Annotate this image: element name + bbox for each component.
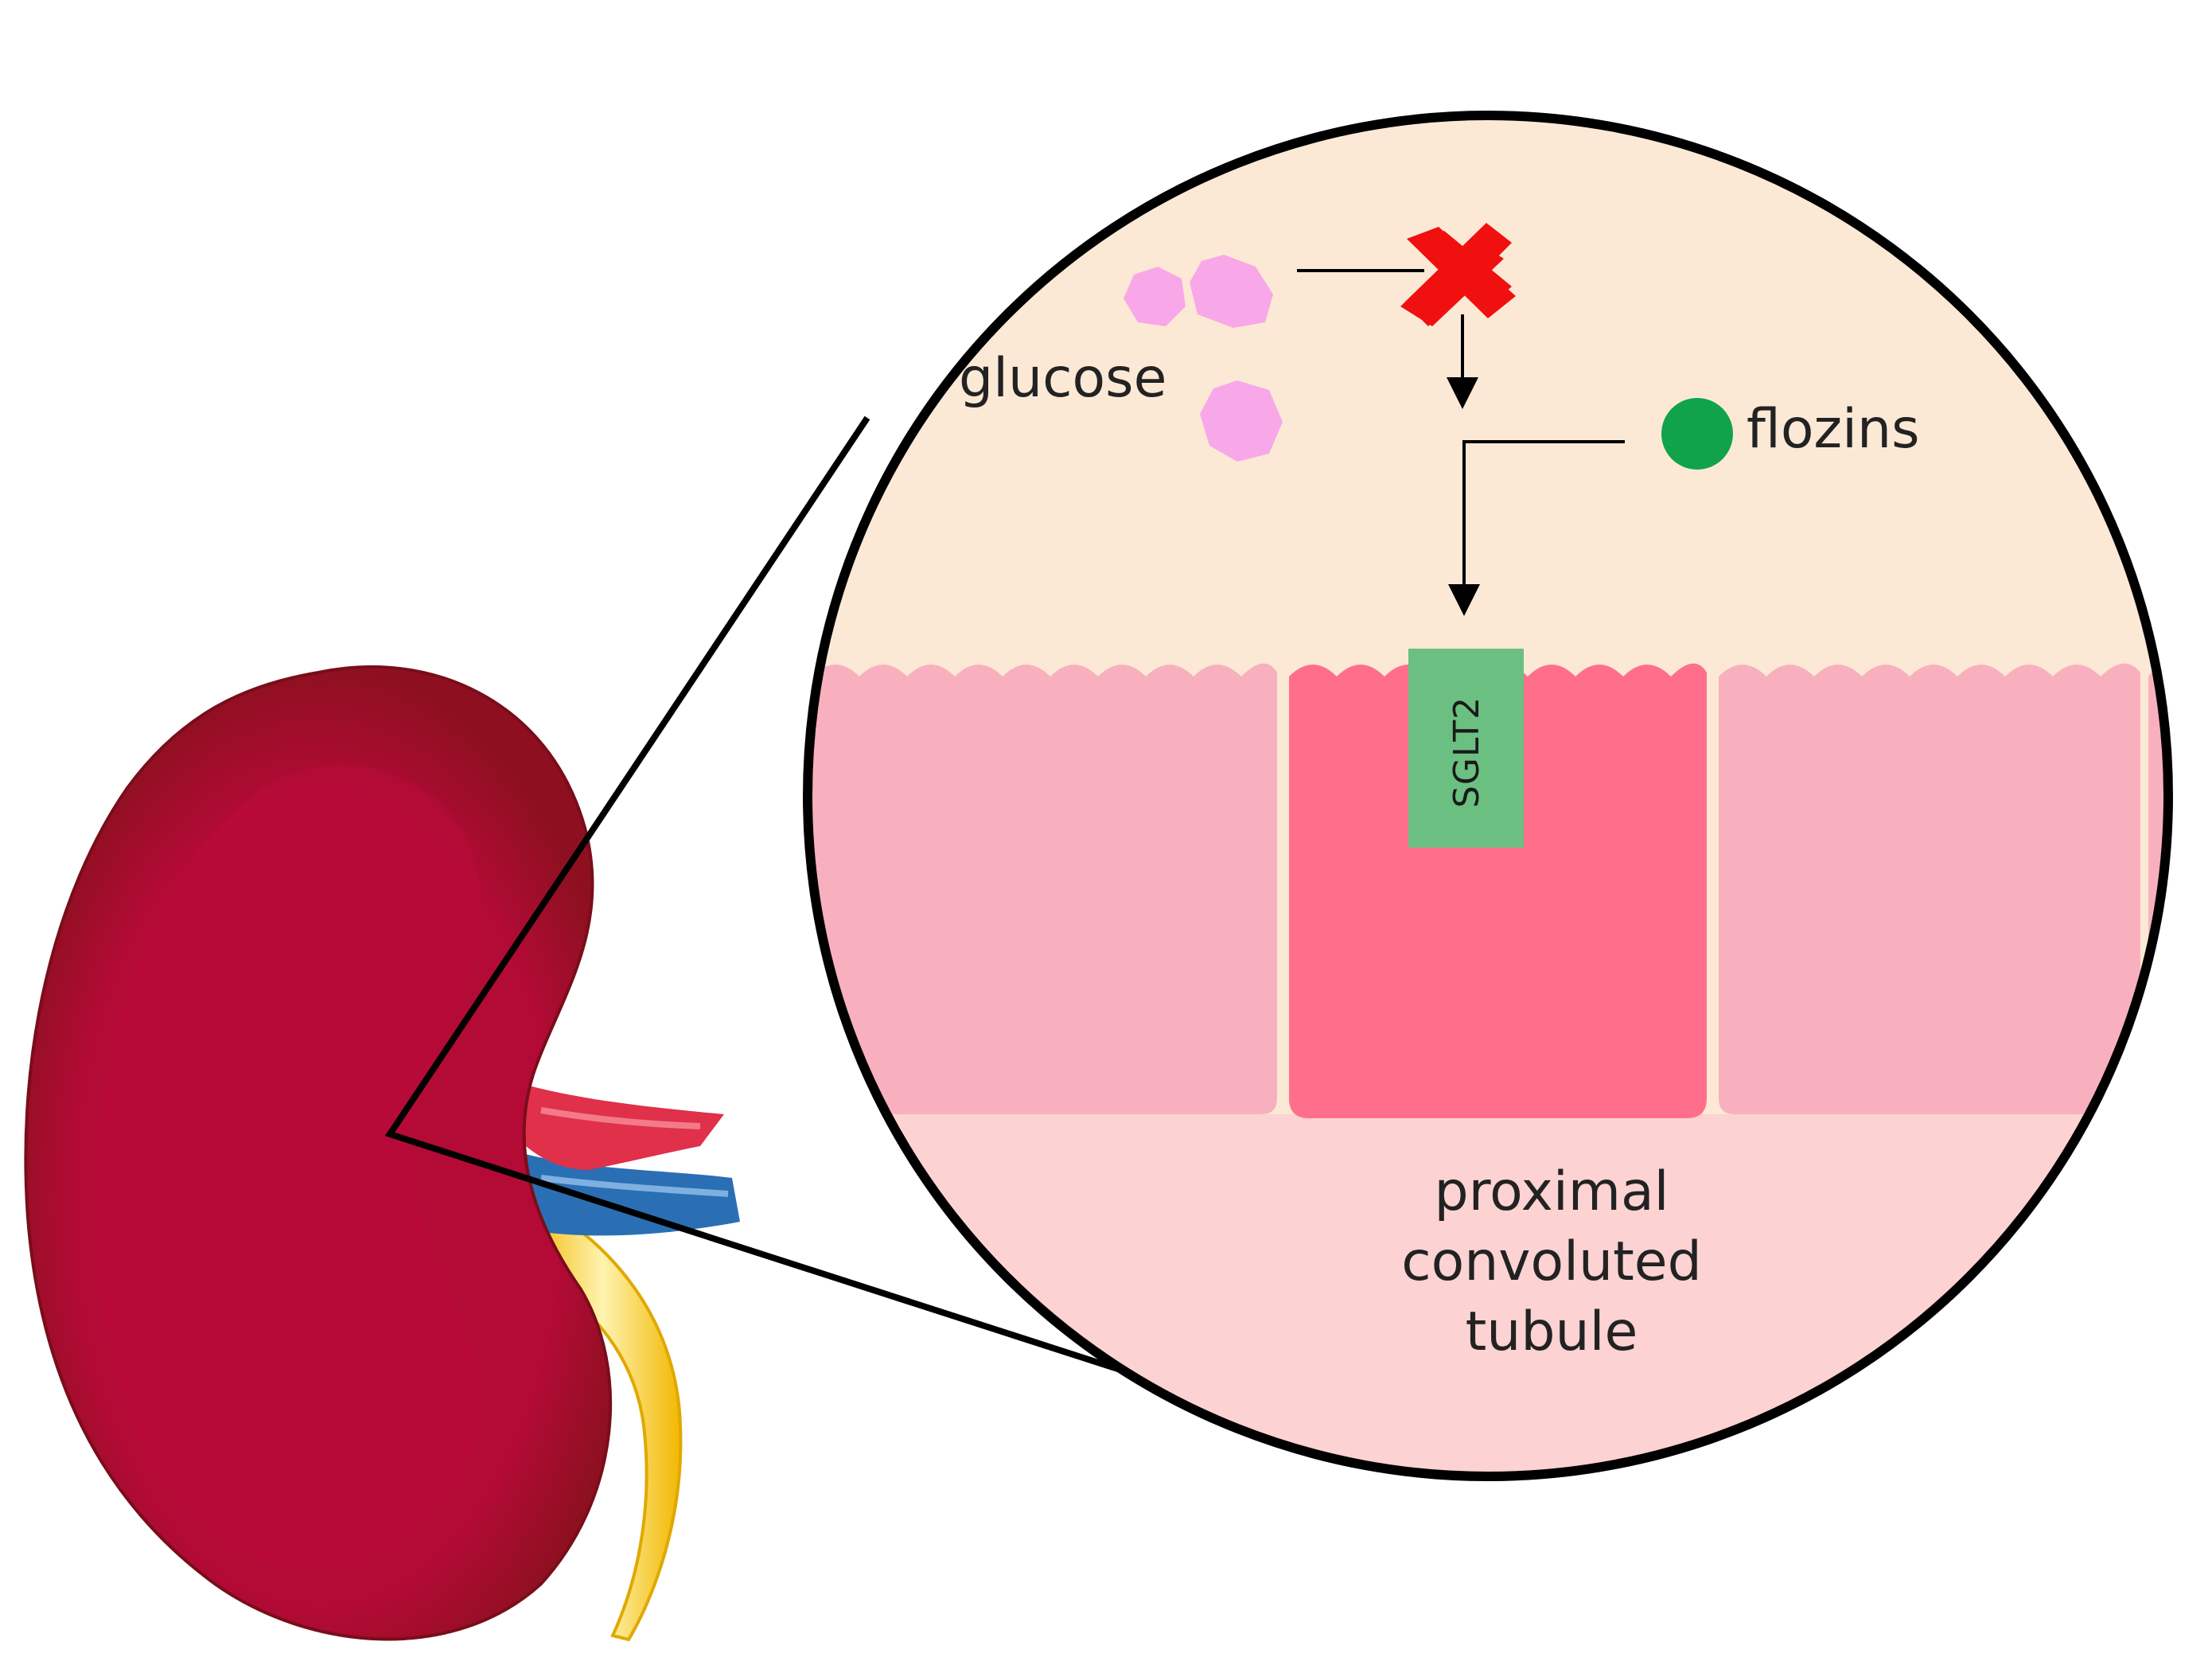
epithelial-cell-left	[812, 663, 1277, 1114]
renal-vein-highlight	[540, 1175, 729, 1197]
kidney-group	[24, 665, 740, 1642]
epithelial-cell-edge-left	[796, 669, 804, 1114]
region-label-line2: convoluted	[1401, 1230, 1702, 1293]
glucose-label: glucose	[959, 347, 1166, 410]
renal-vein	[525, 1154, 740, 1236]
flozins-label: flozins	[1747, 398, 1920, 461]
kidney	[24, 665, 612, 1641]
epithelial-cell-edge-right	[2148, 665, 2168, 1114]
epithelial-cell-right	[1719, 663, 2140, 1114]
sglt2-transporter	[1408, 649, 1524, 848]
region-label-line3: tubule	[1466, 1300, 1638, 1363]
flozin-pathway-line	[1448, 440, 1625, 616]
inhibition-cross-icon	[1400, 223, 1516, 326]
sglt2-label: SGLT2	[1447, 696, 1487, 808]
magnified-view-border	[803, 111, 2173, 1481]
renal-artery	[517, 1082, 724, 1170]
renal-artery-highlight	[540, 1107, 701, 1129]
glucose-hexagon-icon	[1190, 255, 1273, 328]
flozin-dot-icon	[1661, 398, 1733, 470]
kidney-inner-shade	[95, 764, 481, 1569]
ureter	[523, 1207, 683, 1642]
zoom-connector	[384, 415, 1243, 1412]
epithelial-cell-highlighted	[1289, 663, 1707, 1118]
glucose-hexagon-icon	[1200, 380, 1283, 462]
glucose-hexagon-icon	[1124, 267, 1186, 326]
region-label-line1: proximal	[1434, 1160, 1669, 1223]
